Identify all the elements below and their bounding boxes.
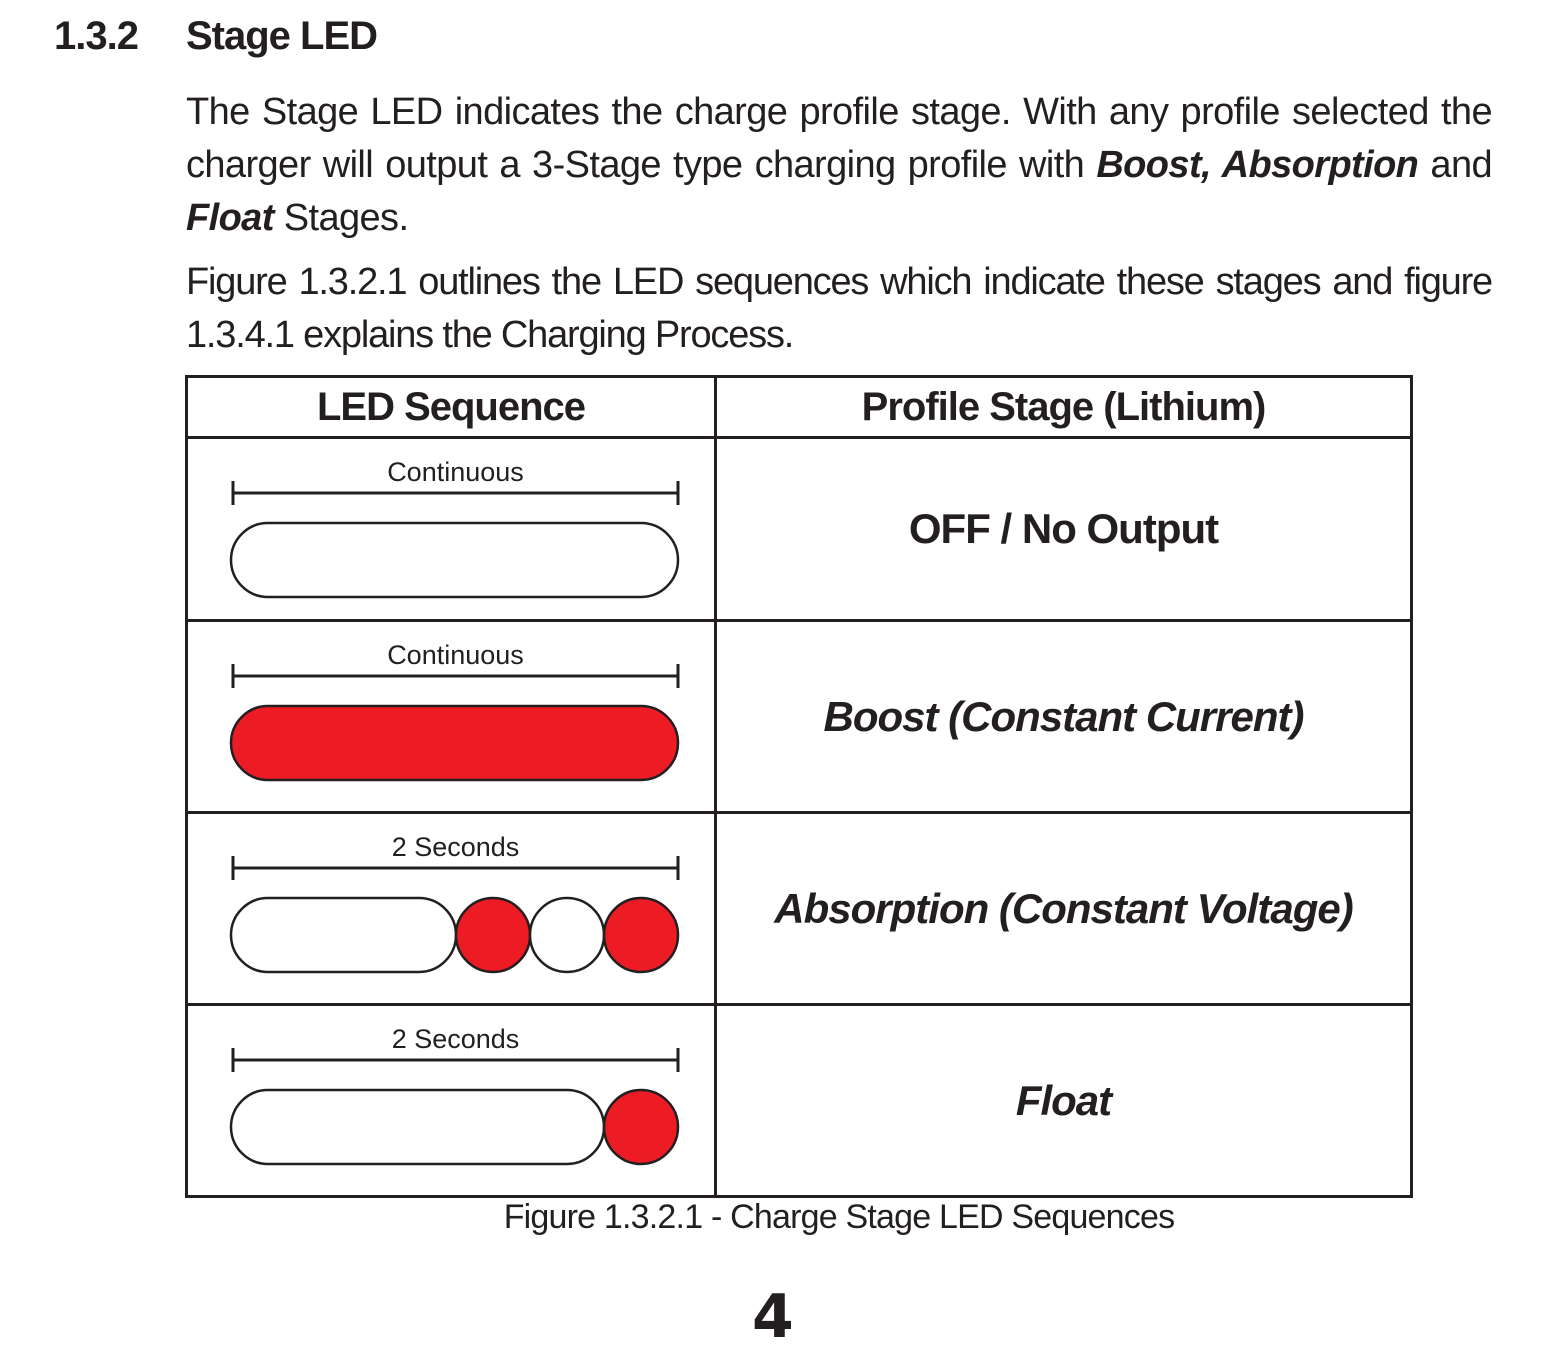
led-sequence-table: LED Sequence Profile Stage (Lithium) Con… [185, 375, 1413, 1198]
stage-label: Boost (Constant Current) [714, 619, 1413, 814]
led-sequence-cell: Continuous [185, 436, 717, 622]
table-row: Continuous OFF / No Output [185, 436, 1413, 622]
led-pill-segment [229, 521, 680, 599]
stage-label: Absorption (Constant Voltage) [714, 811, 1413, 1006]
led-sequence-cell: 2 Seconds [185, 811, 717, 1006]
intro-emphasis-stages: Boost, Absorption [1096, 144, 1419, 186]
led-diagram: 2 Seconds [229, 832, 680, 974]
intro-text: The Stage LED indicates the charge profi… [186, 91, 1493, 186]
duration-label: 2 Seconds [392, 1024, 520, 1054]
time-span-bracket [231, 481, 680, 505]
section-title: Stage LED [186, 14, 378, 58]
intro-text-end: Stages. [273, 197, 409, 239]
duration-label: Continuous [387, 457, 524, 487]
intro-paragraph: The Stage LED indicates the charge profi… [186, 86, 1493, 245]
intro-emphasis-float: Float [186, 197, 274, 239]
page-number: 4 [752, 1282, 794, 1352]
duration-label: 2 Seconds [392, 832, 520, 862]
led-sequence-cell: 2 Seconds [185, 1003, 717, 1198]
table-row: 2 Seconds Float [185, 1003, 1413, 1198]
led-flash-dot [602, 896, 680, 974]
led-pill-segment [229, 896, 458, 974]
time-span-bracket [231, 856, 680, 880]
led-pill-segment [229, 1088, 606, 1166]
led-flash-dot [528, 896, 606, 974]
header-led-sequence: LED Sequence [185, 375, 717, 439]
header-profile-stage: Profile Stage (Lithium) [714, 375, 1413, 439]
figure-caption: Figure 1.3.2.1 - Charge Stage LED Sequen… [503, 1198, 1175, 1236]
table-header-row: LED Sequence Profile Stage (Lithium) [185, 375, 1413, 439]
led-flash-dot [602, 1088, 680, 1166]
table-row: Continuous Boost (Constant Current) [185, 619, 1413, 814]
led-diagram: 2 Seconds [229, 1024, 680, 1166]
led-diagram: Continuous [229, 457, 680, 599]
led-pill-segment [229, 704, 680, 782]
led-diagram: Continuous [229, 640, 680, 782]
figure-reference-paragraph: Figure 1.3.2.1 outlines the LED sequence… [186, 261, 1493, 356]
time-span-bracket [231, 1048, 680, 1072]
led-sequence-cell: Continuous [185, 619, 717, 814]
table-row: 2 Seconds Absorption (Constant Voltage) [185, 811, 1413, 1006]
stage-label: Float [714, 1003, 1413, 1198]
time-span-bracket [231, 664, 680, 688]
stage-label: OFF / No Output [714, 436, 1413, 622]
intro-text-and: and [1418, 144, 1493, 186]
duration-label: Continuous [387, 640, 524, 670]
led-flash-dot [454, 896, 532, 974]
section-number: 1.3.2 [54, 14, 139, 58]
